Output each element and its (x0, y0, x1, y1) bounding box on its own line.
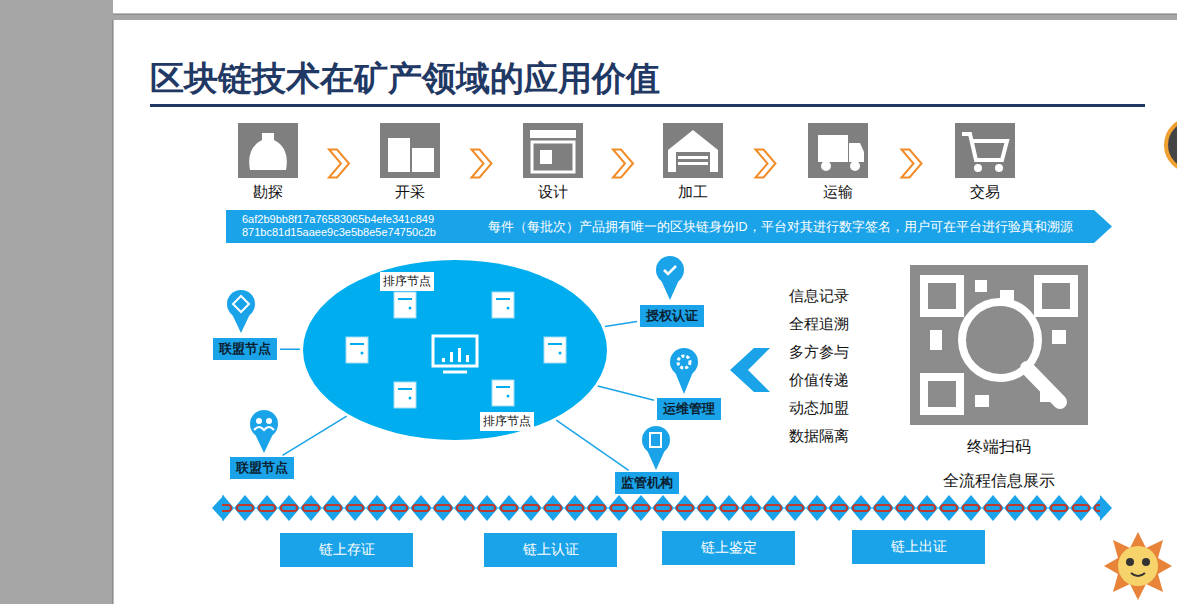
connector (301, 150, 377, 178)
connector (556, 420, 628, 470)
slide-title: 区块链技术在矿产领域的应用价值 (150, 56, 660, 102)
node-label: 排序节点 (380, 272, 434, 291)
role-tag: 监管机构 (621, 474, 673, 492)
step-icons (238, 123, 1015, 178)
title-underline (150, 104, 1145, 107)
prev-slide (113, 0, 1177, 14)
bottom-node: 链上鉴定 (662, 531, 795, 565)
bottom-node: 链上存证 (280, 533, 413, 567)
tag-node: 联盟节点 (230, 457, 294, 479)
ellipse-node: 排序节点排序节点 (303, 260, 607, 440)
pointer-chevron (730, 348, 770, 392)
qr-code (910, 265, 1088, 425)
band-description: 每件（每批次）产品拥有唯一的区块链身份ID，平台对其进行数字签名，用户可在平台进… (488, 219, 1073, 236)
bottom-node: 链上认证 (484, 533, 617, 567)
connector (605, 321, 637, 326)
connector (726, 150, 805, 178)
role-tag: 授权认证 (646, 307, 698, 325)
step-node: 勘探 (238, 123, 298, 178)
step-label: 加工 (678, 183, 708, 202)
chain-function-box: 链上出证 (891, 538, 947, 556)
step-label: 设计 (538, 183, 568, 202)
step-node: 运输 (808, 123, 868, 178)
feature-item: 多方参与 (789, 343, 849, 362)
step-label: 勘探 (253, 183, 283, 202)
connector (443, 150, 520, 178)
tag-node: 授权认证 (640, 305, 704, 327)
qr-caption: 全流程信息展示 (943, 471, 1055, 492)
feature-item: 数据隔离 (789, 427, 849, 446)
step-label: 开采 (395, 183, 425, 202)
role-tag: 联盟节点 (236, 459, 288, 477)
tag-node: 运维管理 (657, 398, 721, 420)
step-label: 运输 (823, 183, 853, 202)
step-label: 交易 (970, 183, 1000, 202)
chain-function-box: 链上认证 (523, 541, 579, 559)
step-node: 开采 (380, 123, 440, 178)
hash-id: 6af2b9bb8f17a76583065b4efe341c849 871bc8… (242, 213, 457, 239)
tag-node: 联盟节点 (213, 338, 277, 360)
feature-item: 动态加盟 (789, 399, 849, 418)
qr-node: 终端扫码全流程信息展示 (910, 265, 1088, 425)
feature-item: 价值传递 (789, 371, 849, 390)
connector (280, 349, 300, 350)
node-label: 排序节点 (480, 412, 534, 431)
connector (871, 150, 952, 178)
connector (283, 416, 347, 455)
role-tag: 运维管理 (663, 400, 715, 418)
blockchain-chain (222, 495, 1102, 521)
connector (586, 150, 660, 178)
mascot (1104, 532, 1172, 600)
chain-function-box: 链上鉴定 (701, 539, 757, 557)
bottom-node: 链上出证 (852, 530, 985, 564)
chain-function-box: 链上存证 (319, 541, 375, 559)
side-widget (1166, 119, 1177, 171)
tag-node: 监管机构 (615, 472, 679, 494)
role-tag: 联盟节点 (219, 340, 271, 358)
step-node: 交易 (955, 123, 1015, 178)
network-ellipse (303, 260, 607, 440)
qr-caption: 终端扫码 (967, 437, 1031, 458)
step-node: 加工 (663, 123, 723, 178)
feature-item: 全程追溯 (789, 315, 849, 334)
pin-icons (227, 256, 698, 470)
connector (598, 386, 654, 400)
feature-item: 信息记录 (789, 287, 849, 306)
band-node: 6af2b9bb8f17a76583065b4efe341c849 871bc8… (226, 210, 1112, 243)
step-node: 设计 (523, 123, 583, 178)
slide (113, 20, 1177, 604)
